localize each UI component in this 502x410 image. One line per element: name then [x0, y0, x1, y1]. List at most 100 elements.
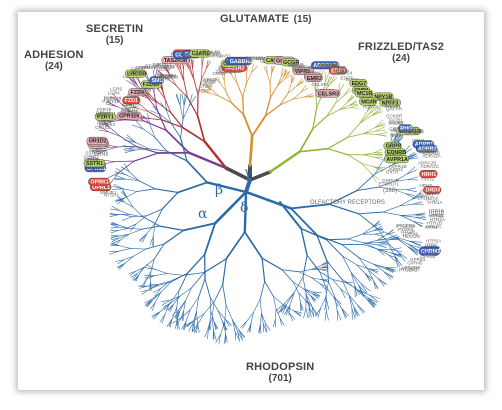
receptor-label: EDG1: [328, 66, 347, 75]
receptor-label: OXTR: [386, 170, 399, 175]
tree-branch: [409, 241, 422, 247]
tree-branch: [250, 312, 254, 324]
receptor-label: OR1C1: [89, 137, 105, 142]
tree-branch: [360, 283, 371, 292]
receptor-label: P2RY12: [104, 97, 121, 102]
tree-branch: [389, 236, 400, 240]
tree-branch: [251, 65, 258, 74]
tree-branch: [149, 236, 154, 246]
tree-branch: [164, 100, 167, 111]
tree-branch: [400, 214, 415, 216]
tree-branch: [251, 63, 254, 74]
tree-branch: [378, 186, 396, 191]
tree-branch: [179, 311, 184, 320]
tree-branch: [122, 189, 128, 199]
receptor-label: GPR45: [407, 261, 423, 266]
tree-branch: [205, 60, 211, 70]
receptor-label: SSTR5: [93, 152, 108, 157]
tree-branch: [376, 248, 385, 256]
tree-branch: [132, 76, 138, 86]
tree-branch: [373, 263, 385, 273]
tree-branch: [161, 299, 170, 302]
receptor-label: SSTR2: [83, 157, 98, 162]
tree-branch: [290, 75, 294, 84]
tree-branch: [279, 98, 294, 106]
receptor-name: QRFPR: [386, 106, 403, 111]
receptor-label: OPN3: [406, 131, 419, 136]
tree-branch: [272, 319, 276, 327]
tree-branch: [177, 181, 209, 194]
tree-branch: [384, 271, 393, 279]
receptor-name: GIPR: [288, 63, 300, 68]
tree-branch: [414, 214, 425, 217]
tree-branch: [325, 286, 334, 298]
receptor-highlight: [354, 89, 373, 98]
tree-branch: [340, 288, 348, 295]
tree-branch: [149, 302, 156, 310]
receptor-label: GPR63: [410, 257, 426, 262]
tree-branch: [188, 96, 196, 107]
tree-branch: [115, 239, 122, 246]
tree-branch: [163, 229, 185, 245]
subgroup-beta-label: β: [215, 182, 224, 198]
tree-branch: [321, 262, 330, 266]
receptor-label: EDG8: [355, 84, 368, 89]
receptor-name: SSTR5: [93, 152, 108, 157]
receptor-name: GPR84: [420, 254, 436, 259]
tree-branch: [142, 128, 156, 138]
tree-branch: [263, 66, 268, 75]
tree-branch: [267, 73, 271, 85]
receptor-name: MC5R: [362, 100, 376, 105]
tree-branch: [394, 179, 409, 182]
tree-branch: [332, 279, 341, 290]
tree-branch: [335, 94, 345, 104]
tree-branch: [187, 151, 228, 170]
tree-branch: [133, 152, 159, 162]
tree-branch: [180, 69, 185, 82]
tree-branch: [154, 136, 168, 152]
tree-branch: [319, 283, 326, 290]
tree-branch: [159, 90, 166, 100]
receptor-label: NPBW1: [92, 149, 109, 154]
tree-branch: [193, 313, 205, 322]
receptor-name: LHCGR: [127, 71, 146, 77]
tree-branch: [386, 231, 395, 236]
tree-branch: [217, 310, 223, 322]
tree-branch: [316, 234, 328, 262]
tree-branch: [118, 248, 131, 252]
tree-branch: [234, 331, 237, 341]
tree-branch: [358, 285, 364, 297]
receptor-label: ADORA2B: [315, 63, 337, 68]
tree-branch: [292, 91, 302, 100]
receptor-label: EDG5: [340, 75, 353, 80]
tree-branch: [175, 85, 188, 98]
tree-branch: [377, 278, 385, 287]
tree-branch: [194, 324, 199, 334]
receptor-name: TAS2R13: [155, 64, 175, 69]
tree-branch: [196, 296, 199, 312]
tree-branch: [160, 281, 170, 289]
receptor-name: EDG2: [334, 69, 347, 74]
tree-branch: [192, 59, 194, 69]
tree-branch: [283, 70, 288, 78]
tree-branch: [325, 286, 327, 301]
tree-branch: [99, 121, 110, 128]
tree-branch: [165, 77, 177, 86]
receptor-label: TAS2R8: [161, 74, 178, 79]
tree-branch: [154, 273, 168, 277]
tree-branch: [328, 203, 360, 215]
tree-branch: [281, 269, 294, 283]
tree-branch: [132, 206, 144, 218]
receptor-label: CELSR3: [315, 89, 341, 98]
receptor-highlight: [304, 74, 323, 82]
tree-branch: [299, 268, 313, 273]
tree-branch: [349, 104, 359, 109]
tree-branch: [213, 190, 248, 225]
receptor-label: ADRA2B: [418, 160, 436, 165]
receptor-name: GRM1: [255, 56, 269, 61]
tree-branch: [373, 280, 376, 290]
receptor-name: GPR123: [122, 103, 140, 108]
tree-branch: [374, 232, 384, 235]
tree-branch: [217, 310, 226, 320]
tree-branch: [298, 292, 306, 301]
